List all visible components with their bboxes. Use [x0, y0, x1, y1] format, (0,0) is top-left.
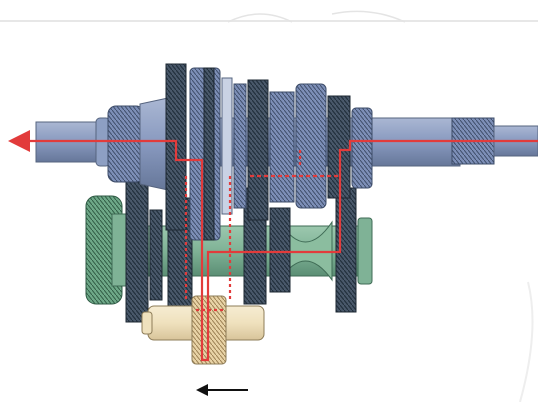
left-arrow-icon: [8, 130, 30, 152]
counter-gear-left: [86, 196, 130, 304]
rotation-left-arrow-icon: [196, 384, 248, 396]
page-edge: [0, 11, 538, 22]
page-curl: [520, 282, 533, 402]
